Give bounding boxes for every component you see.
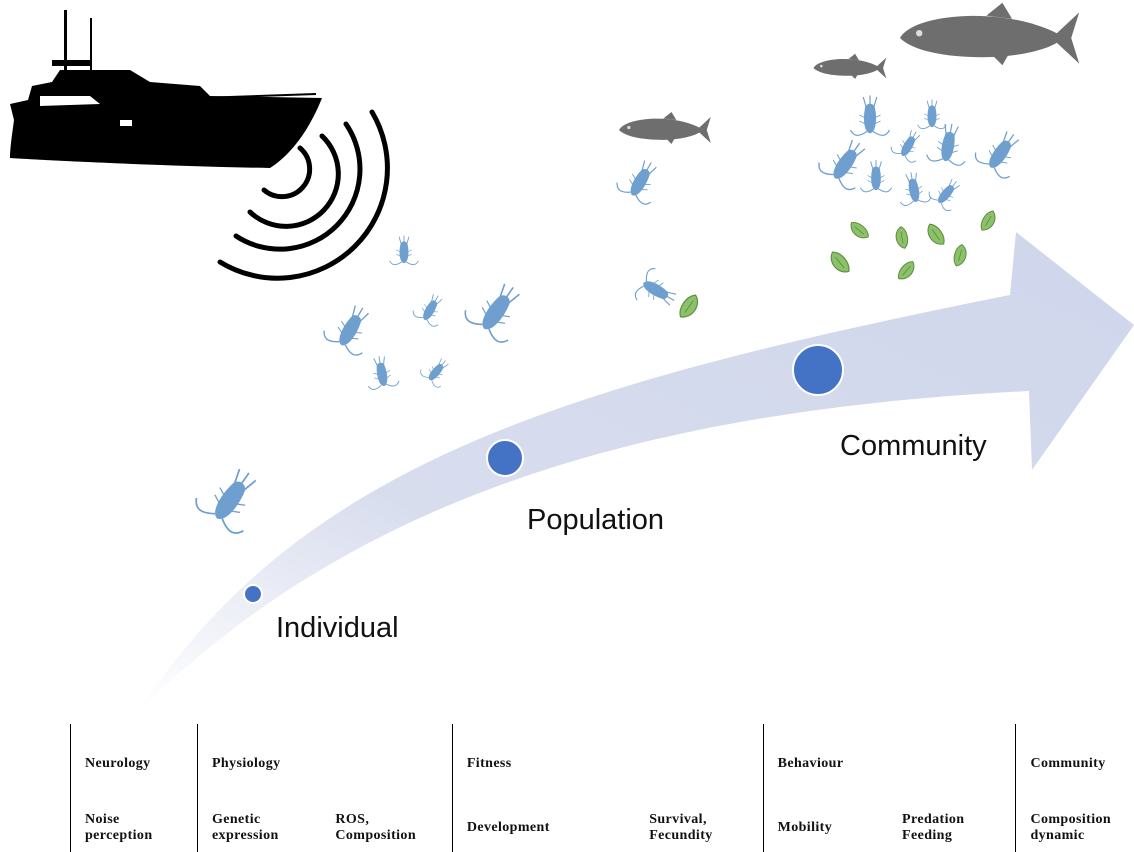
endpoint-line: Predation (902, 812, 964, 827)
category-row: Neurology Physiology Fitness Behaviour C… (71, 724, 1134, 798)
endpoint-cell: Survival,Fecundity (635, 798, 763, 852)
fish-icon (619, 112, 711, 144)
copepod-mid-group (614, 153, 683, 316)
category-cell: Fitness (452, 724, 763, 798)
category-cell: Physiology (197, 724, 452, 798)
boat-icon (10, 10, 322, 168)
endpoint-line: Noise (85, 812, 120, 827)
endpoint-line: Survival, (649, 812, 707, 827)
copepod-icon (927, 172, 968, 213)
endpoint-line: Genetic (212, 812, 261, 827)
endpoint-line: Development (467, 820, 550, 835)
endpoint-cell: Development (452, 798, 635, 852)
endpoint-cell: Mobility (763, 798, 888, 852)
copepod-community-group (816, 96, 1031, 213)
endpoint-line: Fecundity (649, 828, 713, 843)
copepod-icon (816, 130, 878, 192)
copepod-icon (411, 289, 450, 329)
individual-label: Individual (276, 612, 399, 645)
copepod-icon (633, 266, 683, 316)
diatom-icon (978, 209, 999, 234)
category-cell: Neurology (71, 724, 198, 798)
individual-node (244, 585, 262, 603)
copepod-icon (860, 160, 891, 192)
fish-large-icon (900, 3, 1079, 65)
phytoplankton-group (827, 209, 999, 283)
copepod-icon (321, 297, 382, 358)
copepod-individual-icon (192, 457, 272, 538)
copepod-icon (614, 153, 668, 207)
community-label: Community (840, 430, 987, 463)
category-cell: Community (1016, 724, 1134, 798)
diatom-icon (895, 259, 918, 283)
copepod-icon (896, 170, 932, 207)
copepod-icon (889, 125, 928, 165)
diatom-icon (847, 219, 871, 242)
endpoint-line: Composition (335, 828, 416, 843)
category-cell: Behaviour (763, 724, 1016, 798)
diatom-icon (676, 292, 702, 321)
copepod-icon (918, 100, 947, 129)
copepod-icon (972, 122, 1030, 181)
endpoint-line: Mobility (778, 820, 833, 835)
endpoint-line: perception (85, 828, 153, 843)
diatom-icon (827, 249, 853, 277)
copepod-icon (851, 96, 890, 136)
copepod-icon (461, 273, 534, 346)
endpoint-cell: ROS,Composition (321, 798, 452, 852)
diatom-icon (894, 226, 909, 250)
endpoint-line: Feeding (902, 828, 952, 843)
diatom-icon (924, 221, 948, 248)
endpoint-line: expression (212, 828, 279, 843)
population-label: Population (527, 504, 664, 537)
copepod-icon (419, 352, 456, 389)
community-node (793, 345, 843, 395)
population-node (487, 440, 523, 476)
endpoint-line: ROS, (335, 812, 369, 827)
endpoint-line: dynamic (1030, 828, 1084, 843)
copepod-icon (390, 236, 419, 265)
copepod-icon (364, 354, 400, 391)
endpoints-table: Neurology Physiology Fitness Behaviour C… (70, 724, 1134, 852)
endpoint-line: Composition (1030, 812, 1111, 827)
fish-small-icon (814, 54, 887, 79)
diatom-icon (952, 243, 969, 267)
copepod-icon (926, 120, 971, 166)
copepod-population-group (321, 236, 534, 391)
